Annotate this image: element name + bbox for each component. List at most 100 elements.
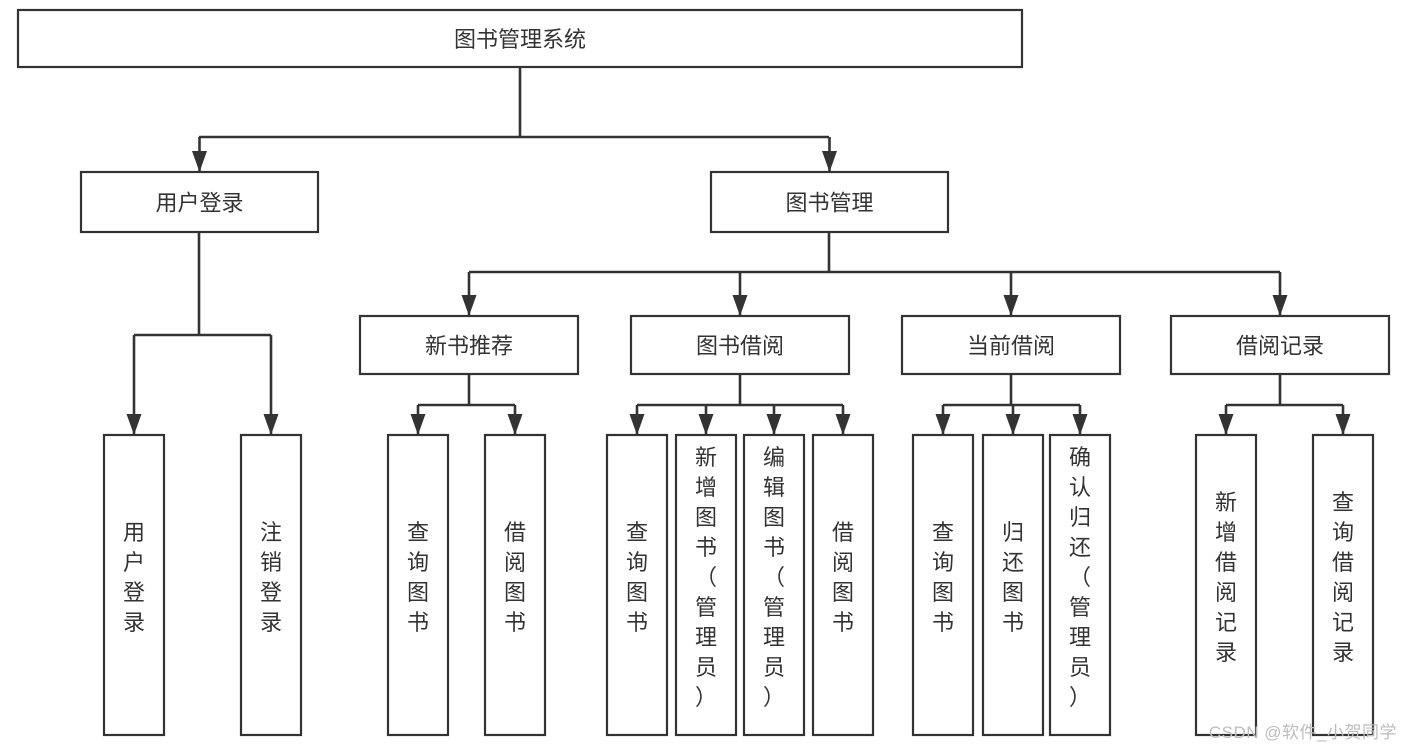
node-box-add-book — [674, 433, 738, 737]
connector-drop-add-borrow-record — [1218, 405, 1234, 435]
connector-drop-book-borrow — [732, 272, 748, 316]
connector-drop-query-borrow-record — [1335, 405, 1351, 435]
node-label-return-book: 归还图书 — [1002, 520, 1024, 635]
node-box-query-book-2 — [605, 433, 669, 737]
node-label-new-book-recommend: 新书推荐 — [425, 334, 513, 359]
node-add-borrow-record[interactable]: 新增借阅记录 — [1194, 433, 1258, 737]
node-undefined[interactable]: 图书管理系统 — [16, 8, 1024, 69]
node-box-user-logout — [239, 433, 303, 737]
connector-bookborrow-to-leaves — [637, 374, 843, 407]
arrow-head-icon — [835, 414, 851, 435]
node-label-query-borrow-record: 查询借阅记录 — [1332, 490, 1354, 665]
node-edit-book[interactable]: 编辑图书（管理员） — [742, 433, 806, 737]
node-label-user-login-do: 用户登录 — [123, 520, 145, 635]
node-label-user-login: 用户登录 — [155, 191, 243, 216]
node-user-logout[interactable]: 注销登录 — [239, 433, 303, 737]
connector-drop-current-borrow — [1003, 272, 1019, 316]
node-confirm-return[interactable]: 确认归还（管理员） — [1048, 433, 1112, 737]
csdn-watermark: CSDN @软件_小贺同学 — [1208, 723, 1397, 742]
node-label-edit-book: 编辑图书（管理员） — [763, 445, 785, 710]
arrow-head-icon — [935, 414, 951, 435]
arrow-head-icon — [461, 295, 477, 316]
node-label-query-book-1: 查询图书 — [407, 520, 429, 635]
node-box-borrow-book-2 — [811, 433, 875, 737]
connector-drop-new-book-recommend — [461, 272, 477, 316]
arrow-head-icon — [1072, 414, 1088, 435]
node-book-management[interactable]: 图书管理 — [709, 170, 950, 234]
node-label-query-book-2: 查询图书 — [626, 520, 648, 635]
arrow-head-icon — [822, 151, 837, 172]
arrow-head-icon — [263, 414, 279, 435]
node-query-borrow-record[interactable]: 查询借阅记录 — [1311, 433, 1375, 737]
arrow-head-icon — [1003, 295, 1019, 316]
node-box-borrow-book-1 — [483, 433, 547, 737]
node-query-book-3[interactable]: 查询图书 — [911, 433, 975, 737]
node-label-book-management: 图书管理 — [785, 191, 873, 216]
node-box-undefined — [16, 8, 1024, 69]
node-box-query-book-3 — [911, 433, 975, 737]
node-label-add-book: 新增图书（管理员） — [695, 445, 717, 710]
arrow-head-icon — [410, 414, 426, 435]
node-add-book[interactable]: 新增图书（管理员） — [674, 433, 738, 737]
connector-newbook-to-leaves — [418, 374, 515, 407]
connector-drop-user-logout — [263, 335, 279, 435]
node-borrow-record[interactable]: 借阅记录 — [1169, 314, 1391, 376]
node-label-user-logout: 注销登录 — [260, 520, 282, 635]
node-label-query-book-3: 查询图书 — [932, 520, 954, 635]
node-box-current-borrow — [900, 314, 1122, 376]
node-current-borrow[interactable]: 当前借阅 — [900, 314, 1122, 376]
node-query-book-1[interactable]: 查询图书 — [386, 433, 450, 737]
node-box-query-book-1 — [386, 433, 450, 737]
node-label-undefined: 图书管理系统 — [454, 27, 586, 52]
node-borrow-book-1[interactable]: 借阅图书 — [483, 433, 547, 737]
arrow-head-icon — [698, 414, 714, 435]
node-box-confirm-return — [1048, 433, 1112, 737]
connector-currentborrow-to-leaves — [943, 374, 1080, 407]
node-box-book-management — [709, 170, 950, 234]
connector-borrowrecord-to-leaves — [1226, 374, 1343, 407]
connector-drop-add-book — [698, 405, 714, 435]
connector-drop-borrow-record — [1272, 272, 1288, 316]
arrow-head-icon — [126, 414, 142, 435]
node-query-book-2[interactable]: 查询图书 — [605, 433, 669, 737]
node-label-current-borrow: 当前借阅 — [967, 334, 1055, 359]
connector-drop-user-login-do — [126, 335, 142, 435]
arrow-head-icon — [766, 414, 782, 435]
arrow-head-icon — [1005, 414, 1021, 435]
node-user-login[interactable]: 用户登录 — [79, 170, 320, 234]
node-box-new-book-recommend — [358, 314, 580, 376]
connector-drop-borrow-book-2 — [835, 405, 851, 435]
node-label-add-borrow-record: 新增借阅记录 — [1215, 490, 1237, 665]
node-label-confirm-return: 确认归还（管理员） — [1069, 445, 1091, 710]
node-box-user-login — [79, 170, 320, 234]
node-box-user-login-do — [102, 433, 166, 737]
arrow-head-icon — [1272, 295, 1288, 316]
connector-root-to-level2 — [199, 67, 829, 139]
connector-drop-borrow-book-1 — [507, 405, 523, 435]
node-borrow-book-2[interactable]: 借阅图书 — [811, 433, 875, 737]
connector-bookmgmt-to-level3 — [469, 232, 1280, 274]
connector-drop-book-management — [822, 137, 837, 172]
node-label-borrow-book-2: 借阅图书 — [832, 520, 854, 635]
node-new-book-recommend[interactable]: 新书推荐 — [358, 314, 580, 376]
node-box-query-borrow-record — [1311, 433, 1375, 737]
connector-drop-user-login — [192, 137, 207, 172]
connector-drop-query-book-1 — [410, 405, 426, 435]
arrow-head-icon — [507, 414, 523, 435]
connector-drop-confirm-return — [1072, 405, 1088, 435]
node-book-borrow[interactable]: 图书借阅 — [629, 314, 851, 376]
node-box-edit-book — [742, 433, 806, 737]
arrow-head-icon — [629, 414, 645, 435]
node-layer: 图书管理系统用户登录用户登录注销登录图书管理新书推荐查询图书借阅图书图书借阅查询… — [16, 8, 1391, 737]
node-label-borrow-record: 借阅记录 — [1236, 334, 1324, 359]
connector-drop-query-book-3 — [935, 405, 951, 435]
arrow-head-icon — [1218, 414, 1234, 435]
node-return-book[interactable]: 归还图书 — [981, 433, 1045, 737]
node-label-book-borrow: 图书借阅 — [696, 334, 784, 359]
node-user-login-do[interactable]: 用户登录 — [102, 433, 166, 737]
node-label-borrow-book-1: 借阅图书 — [504, 520, 526, 635]
node-box-return-book — [981, 433, 1045, 737]
connector-drop-query-book-2 — [629, 405, 645, 435]
